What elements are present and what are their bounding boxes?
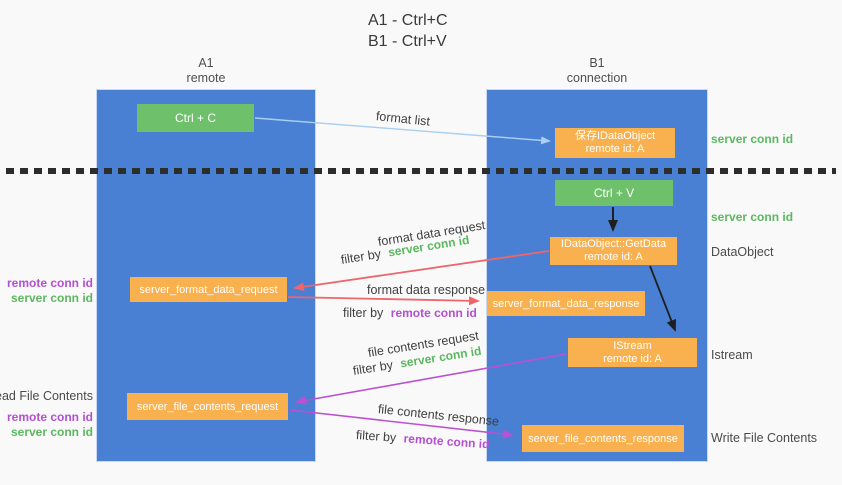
server-file-contents-request-box: server_file_contents_request (127, 393, 288, 420)
diagram-title: A1 - Ctrl+C B1 - Ctrl+V (368, 10, 448, 52)
filter-by-text: filter by (339, 246, 382, 267)
annotation-istream: Istream (711, 348, 753, 362)
getdata-box: IDataObject::GetData remote id: A (550, 237, 677, 265)
server-file-contents-response-box: server_file_contents_response (522, 425, 684, 452)
arrow-format-data-response (287, 296, 480, 306)
filter-by-text: filter by (351, 357, 394, 378)
filter-by-text: filter by (343, 306, 384, 320)
lifeline-header-a1: A1 remote (97, 56, 315, 86)
ctrl-v-box: Ctrl + V (555, 180, 673, 206)
title-line-1: A1 - Ctrl+C (368, 12, 448, 29)
annotation-remote-conn-id-1: remote conn id (6, 276, 93, 290)
istream-line2: remote id: A (603, 352, 662, 365)
annotation-dataobject: DataObject (711, 245, 774, 259)
save-idataobject-box: 保存IDataObject remote id: A (555, 128, 675, 158)
server-format-data-request-box: server_format_data_request (130, 277, 287, 302)
server-format-data-request-label: server_format_data_request (139, 283, 278, 296)
save-idataobject-line2: remote id: A (585, 143, 645, 155)
annotation-server-conn-id-top: server conn id (711, 132, 794, 146)
lifeline-a1-name: A1 (198, 56, 214, 70)
server-file-contents-response-label: server_file_contents_response (528, 432, 678, 445)
remote-conn-id-text: remote conn id (390, 306, 477, 320)
annotation-server-conn-id-1: server conn id (10, 291, 93, 305)
format-data-response-label: format data response (367, 283, 485, 297)
ctrl-v-label: Ctrl + V (593, 186, 635, 200)
server-format-data-response-label: server_format_data_response (492, 297, 640, 310)
filter-label-file-response: filter by remote conn id (356, 428, 490, 451)
lifeline-a1-role: remote (186, 71, 226, 85)
annotation-read-file-contents: Read File Contents (0, 389, 93, 403)
title-line-2: B1 - Ctrl+V (368, 33, 447, 50)
remote-conn-id-text: remote conn id (403, 431, 490, 452)
save-idataobject-line1: 保存IDataObject (574, 130, 656, 142)
annotation-server-conn-id-mid: server conn id (711, 210, 794, 224)
annotation-write-file-contents: Write File Contents (711, 431, 818, 445)
format-data-response-text: format data response (367, 283, 486, 297)
server-format-data-response-box: server_format_data_response (487, 291, 645, 316)
getdata-line1: IDataObject::GetData (560, 238, 667, 250)
annotation-remote-conn-id-2: remote conn id (6, 410, 93, 424)
getdata-line2: remote id: A (584, 251, 643, 263)
server-file-contents-request-label: server_file_contents_request (136, 400, 279, 413)
filter-by-text: filter by (355, 428, 397, 445)
filter-label-format-response: filter by remote conn id (343, 306, 477, 320)
format-list-text: format list (375, 109, 431, 129)
lifeline-b1-name: B1 (589, 56, 605, 70)
file-contents-response-label: file contents response (377, 402, 499, 429)
file-contents-response-text: file contents response (377, 402, 500, 429)
istream-line1: IStream (613, 339, 652, 352)
lifeline-header-b1: B1 connection (487, 56, 707, 86)
lifeline-b1-role: connection (566, 71, 628, 85)
ctrl-c-box: Ctrl + C (137, 104, 254, 132)
ctrl-c-label: Ctrl + C (174, 111, 216, 125)
istream-box: IStream remote id: A (568, 338, 697, 367)
annotation-server-conn-id-2: server conn id (10, 425, 93, 439)
format-list-label: format list (375, 109, 430, 129)
dotted-separator (6, 168, 836, 174)
